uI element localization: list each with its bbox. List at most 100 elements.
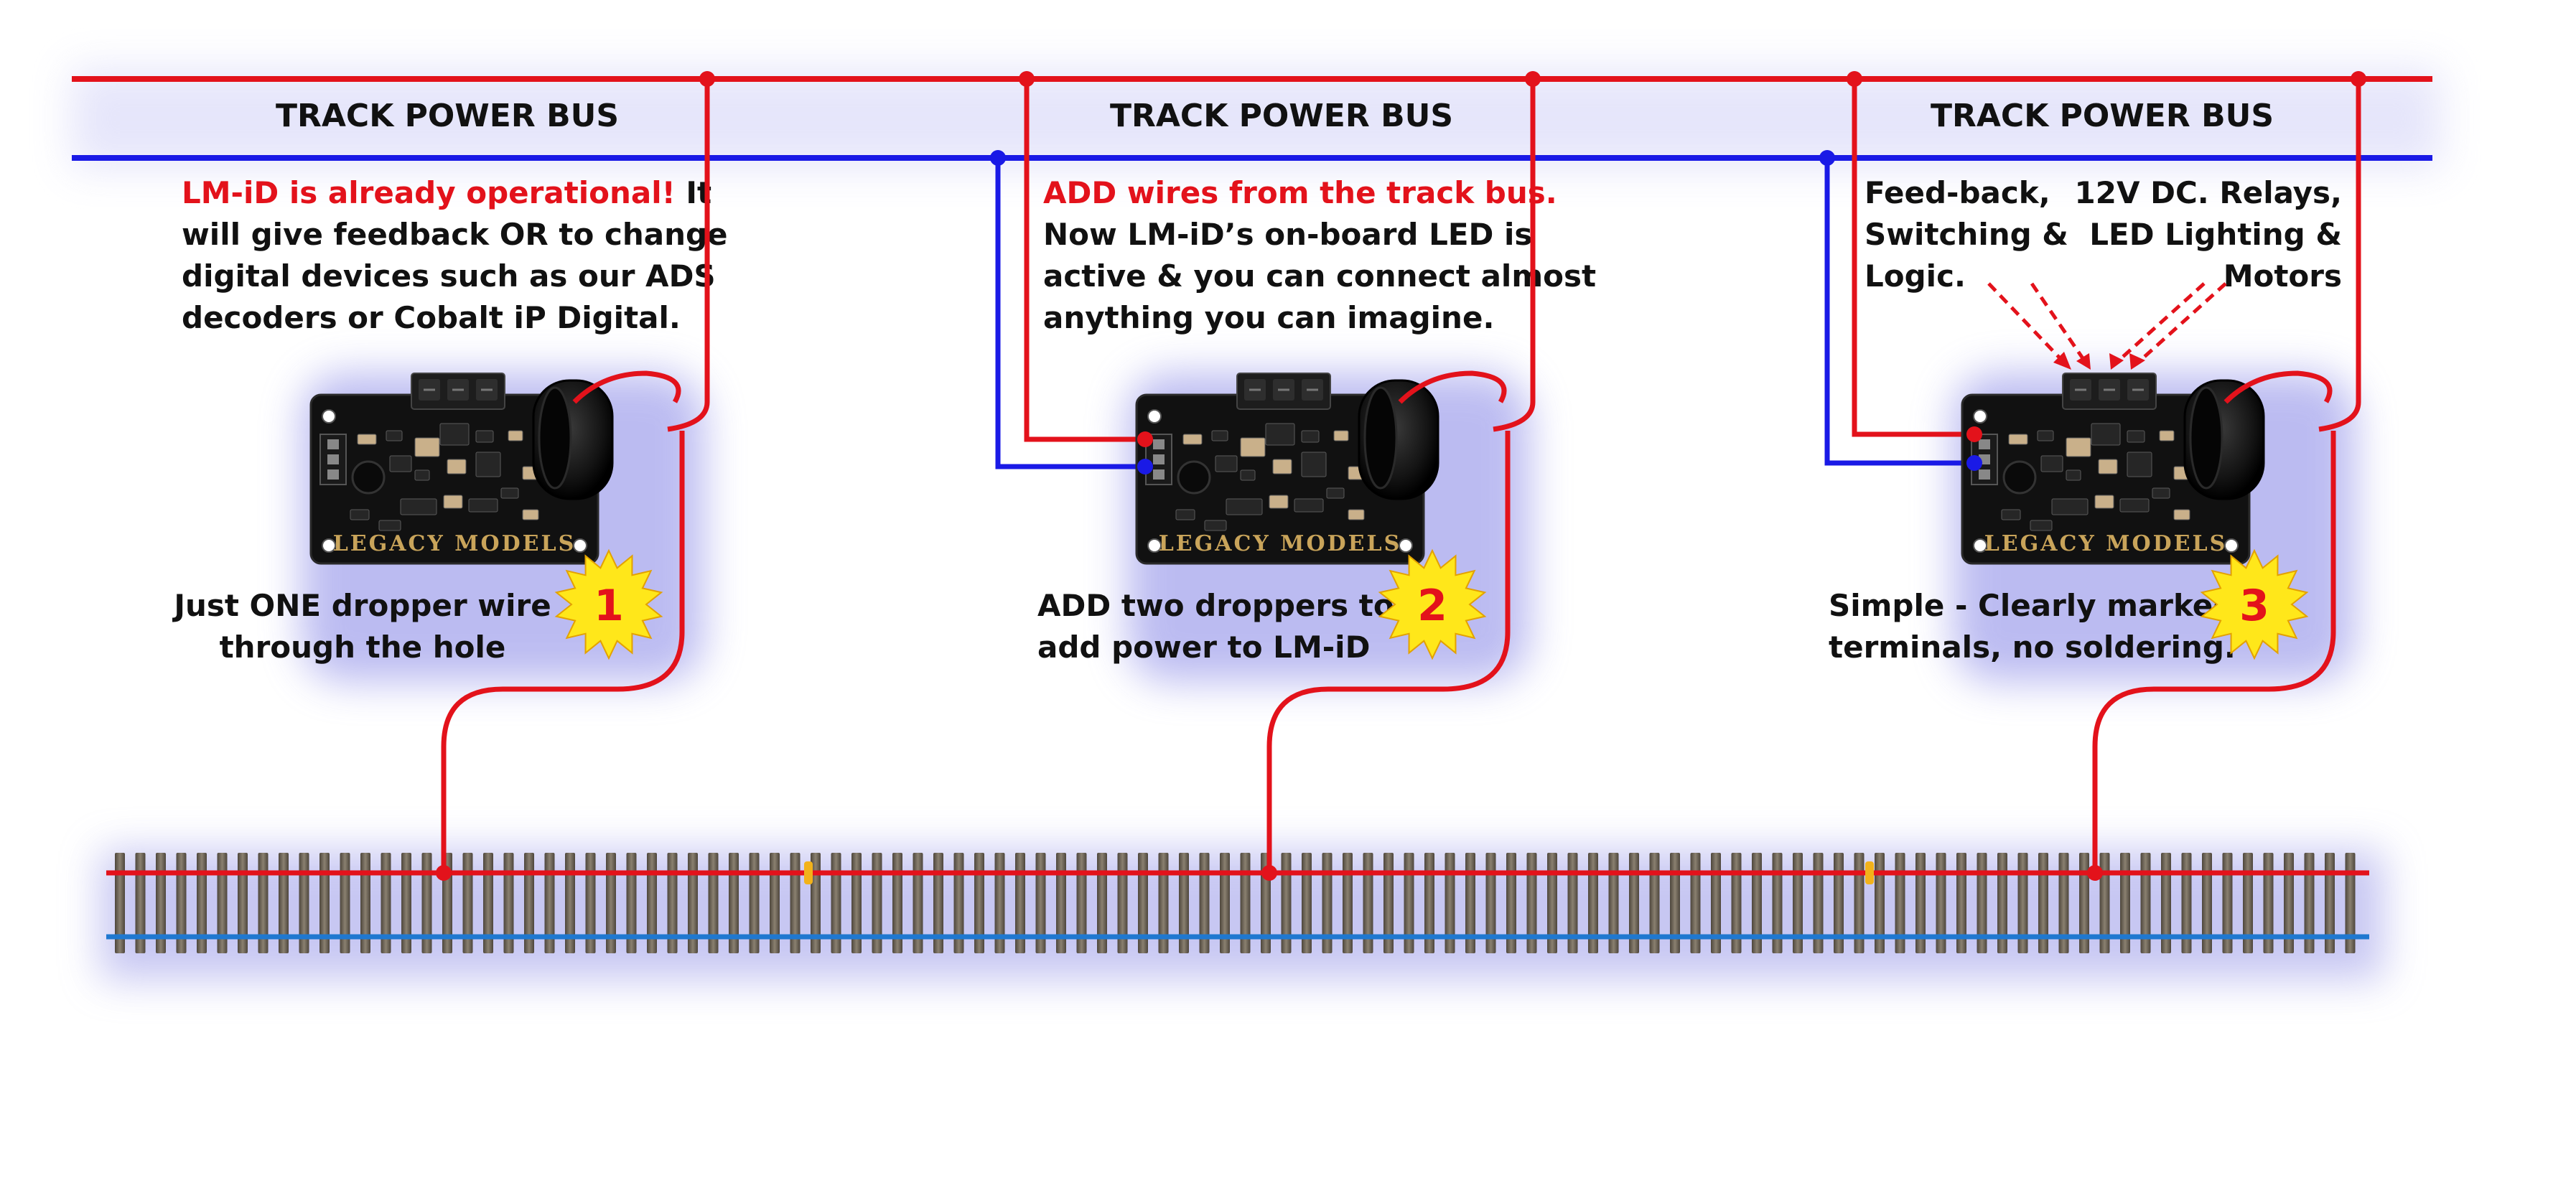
track-sleeper: [401, 853, 411, 953]
smd-component: [2037, 430, 2054, 441]
track-sleeper: [1363, 853, 1373, 953]
panel-1-caption-line-2: through the hole: [220, 630, 506, 665]
smd-component: [443, 495, 463, 509]
panel-3-red-bus-joint: [1847, 71, 1862, 87]
track-sleeper: [2181, 853, 2192, 953]
panel-2-red-feed-wire: [1024, 79, 1145, 442]
track-sleeper: [708, 853, 719, 953]
mounting-hole: [1973, 538, 1987, 553]
panel-2-description-line-4: anything you can imagine.: [1043, 300, 1494, 335]
track-sleeper: [2099, 853, 2110, 953]
track-sleeper: [2243, 853, 2253, 953]
panel-3-note-left-line-1: Feed-back,: [1865, 175, 2050, 210]
track-sleeper: [1199, 853, 1210, 953]
board-2-label: LEGACY MODELS: [1159, 531, 1402, 556]
smd-component: [1211, 430, 1228, 441]
track-sleeper: [872, 853, 882, 953]
panel-3-note-right-line-1: 12V DC. Relays,: [2075, 175, 2342, 210]
track-sleeper: [1158, 853, 1169, 953]
track-sleeper: [1772, 853, 1783, 953]
panel-3-blue-bus-joint: [1819, 150, 1835, 166]
board-1-label: LEGACY MODELS: [333, 531, 577, 556]
coil-hole: [2189, 386, 2223, 490]
header-pin: [1153, 469, 1165, 480]
panel-2-track-joint: [1261, 865, 1277, 881]
track-sleeper: [1056, 853, 1066, 953]
smd-component: [2098, 459, 2118, 474]
track-sleeper: [360, 853, 370, 953]
lm-id-board-2: LEGACY MODELS: [1135, 373, 1439, 565]
panel-3-blue-terminal-joint: [1966, 455, 1982, 471]
track-sleeper: [1690, 853, 1701, 953]
pointer-arrows: [1987, 282, 2227, 364]
track-sleeper: [2263, 853, 2274, 953]
track-sleeper: [1793, 853, 1803, 953]
smd-component: [500, 487, 519, 499]
track-sleeper: [1404, 853, 1414, 953]
panel-2-bus-joint: [1525, 71, 1541, 87]
track-sleeper: [2345, 853, 2356, 953]
panel-2-description-line-2: Now LM-iD’s on-board LED is: [1043, 217, 1532, 252]
track-sleeper: [2325, 853, 2335, 953]
smd-component: [2159, 430, 2175, 441]
smd-component: [2091, 423, 2121, 446]
pointer-arrow-heads: [2053, 352, 2145, 370]
panel-2-blue-terminal-joint: [1137, 459, 1153, 474]
panel-1-track-joint: [436, 865, 452, 881]
smd-component: [1265, 423, 1295, 446]
track-sleeper: [974, 853, 984, 953]
track-sleepers: [115, 853, 2356, 953]
track-sleeper: [135, 853, 146, 953]
track-sleeper: [2140, 853, 2151, 953]
smd-component: [2066, 469, 2081, 481]
panel-3: Feed-back, Switching & Logic. 12V DC. Re…: [1819, 71, 2366, 881]
board-3-label: LEGACY MODELS: [1984, 531, 2228, 556]
smd-component: [1301, 430, 1320, 443]
track-sleeper: [1097, 853, 1107, 953]
smd-component: [350, 509, 370, 520]
track-sleeper: [1547, 853, 1557, 953]
track-sleeper: [688, 853, 698, 953]
coil-hole: [1363, 386, 1398, 490]
track-sleeper: [913, 853, 923, 953]
track-sleeper: [1895, 853, 1905, 953]
panel-2: ADD wires from the track bus. Now LM-iD’…: [990, 71, 1596, 881]
header-pin: [327, 454, 339, 464]
track-sleeper: [1526, 853, 1537, 953]
track-sleeper: [1649, 853, 1660, 953]
track-sleeper: [115, 853, 125, 953]
mounting-hole: [2224, 538, 2239, 553]
track-sleeper: [176, 853, 187, 953]
arrow-left-outer: [1987, 282, 2066, 364]
track-sleeper: [1117, 853, 1128, 953]
smd-component: [2040, 455, 2063, 472]
mounting-hole: [1399, 538, 1413, 553]
panel-3-note-right-line-2: LED Lighting &: [2089, 217, 2342, 252]
track-sleeper: [1915, 853, 1926, 953]
panel-1-description-line-3: digital devices such as our ADS: [182, 258, 716, 294]
track-sleeper: [319, 853, 330, 953]
smd-component: [1240, 469, 1256, 481]
smd-component: [1333, 430, 1349, 441]
track-sleeper: [1383, 853, 1394, 953]
track-sleeper: [1711, 853, 1721, 953]
mounting-hole: [1973, 409, 1987, 424]
panel-1-description-line-4: decoders or Cobalt iP Digital.: [182, 300, 681, 335]
smd-component: [468, 498, 498, 513]
track-sleeper: [1445, 853, 1455, 953]
bus-label-3: TRACK POWER BUS: [1931, 98, 2274, 134]
track-sleeper: [1465, 853, 1475, 953]
smd-component: [1294, 498, 1324, 513]
header-pin: [1979, 439, 1990, 449]
track-sleeper: [2038, 853, 2048, 953]
header-pin: [327, 469, 339, 480]
track-sleeper: [524, 853, 534, 953]
track-sleeper: [2120, 853, 2130, 953]
panel-2-caption-line-2: add power to LM-iD: [1037, 630, 1370, 665]
smd-component: [2066, 437, 2091, 457]
track-sleeper: [1813, 853, 1824, 953]
capacitor: [2002, 460, 2037, 495]
track-sleeper: [729, 853, 739, 953]
arrow-head-4: [2129, 353, 2145, 370]
smd-component: [1215, 455, 1238, 472]
